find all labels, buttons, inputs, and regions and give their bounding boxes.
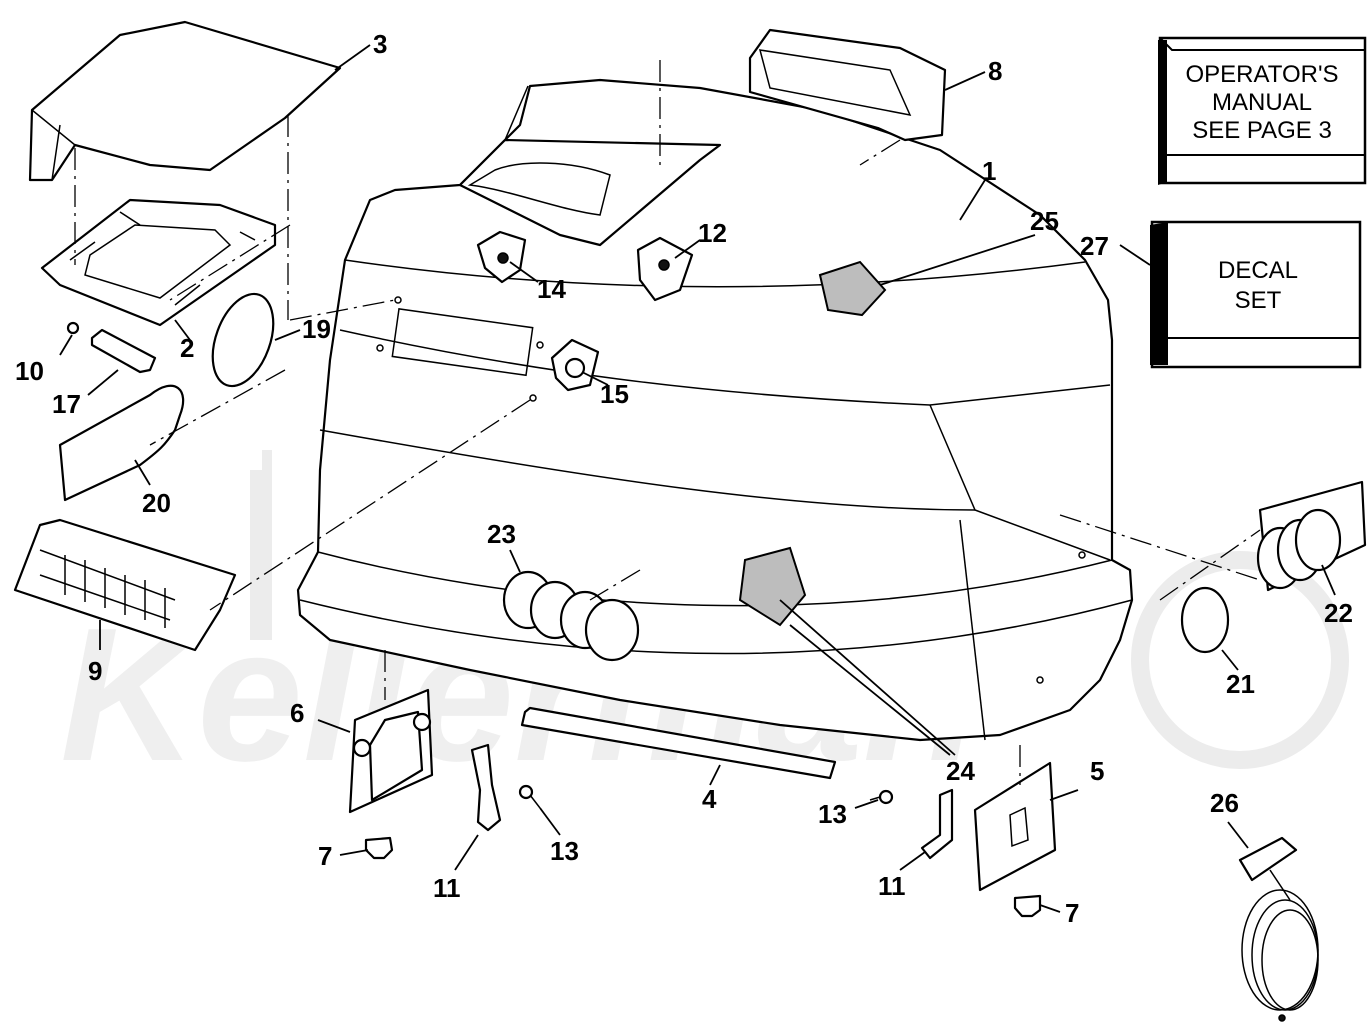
callout-11a: 11 [433, 873, 461, 903]
cowl-assembly [296, 78, 1134, 742]
callout-7b: 7 [1065, 898, 1079, 928]
part-19 [211, 292, 275, 388]
callout-6: 6 [290, 698, 304, 728]
callout-15: 15 [600, 379, 629, 409]
manual-line-2: MANUAL [1212, 89, 1312, 116]
foam-pad-25 [818, 260, 887, 317]
callout-9: 9 [88, 656, 102, 686]
callout-19: 19 [302, 314, 331, 344]
callout-14: 14 [537, 274, 566, 304]
part-17 [90, 328, 157, 374]
decal-20 [58, 384, 185, 502]
callout-20: 20 [142, 488, 171, 518]
callout-2: 2 [180, 333, 194, 363]
plug-7-left [364, 836, 394, 860]
callout-11b: 11 [878, 871, 906, 901]
callout-25: 25 [1030, 206, 1059, 236]
callout-8: 8 [988, 56, 1002, 86]
part-8 [748, 28, 947, 142]
callout-24: 24 [946, 756, 975, 786]
strip-4 [520, 706, 837, 780]
callout-26: 26 [1210, 788, 1239, 818]
callout-27: 27 [1080, 231, 1109, 261]
callout-3: 3 [373, 29, 387, 59]
callout-7a: 7 [318, 841, 332, 871]
alignment-lines [74, 60, 1261, 785]
decal-22 [1256, 480, 1367, 592]
manual-line-1: OPERATOR'S [1185, 61, 1338, 88]
bracket-11-left [470, 743, 502, 832]
manual-line-3: SEE PAGE 3 [1192, 117, 1332, 144]
clip-12 [636, 236, 694, 302]
plate-5 [973, 761, 1057, 892]
decal-set-box: DECAL SET [1150, 220, 1362, 369]
callout-13a: 13 [550, 836, 579, 866]
callout-22: 22 [1324, 598, 1353, 628]
callout-labels: 1 2 3 4 5 6 7 7 8 9 10 11 11 12 13 13 14… [15, 29, 1353, 928]
callout-1: 1 [982, 156, 996, 186]
callout-10: 10 [15, 356, 44, 386]
vent-9 [13, 518, 237, 652]
plug-21 [1180, 586, 1230, 654]
bracket-6 [348, 688, 434, 814]
callout-12: 12 [698, 218, 727, 248]
callout-13b: 13 [818, 799, 847, 829]
callout-21: 21 [1226, 669, 1255, 699]
callout-4: 4 [702, 784, 717, 814]
callout-5: 5 [1090, 756, 1104, 786]
callout-23: 23 [487, 519, 516, 549]
decal-line-2: SET [1235, 287, 1282, 314]
leader-lines [59, 44, 1336, 913]
cable-26 [1238, 836, 1319, 1022]
screw-13-right [869, 789, 894, 805]
hood-cover-3 [28, 20, 342, 182]
callout-17: 17 [52, 389, 81, 419]
plugs-23 [502, 570, 640, 662]
decal-line-1: DECAL [1218, 257, 1298, 284]
screw-13-left [518, 784, 541, 809]
clip-15 [550, 338, 600, 392]
screw-10 [66, 321, 80, 335]
bracket-11-right [920, 788, 954, 860]
operators-manual-box: OPERATOR'S MANUAL SEE PAGE 3 [1158, 36, 1367, 185]
plug-7-right [1013, 894, 1042, 918]
